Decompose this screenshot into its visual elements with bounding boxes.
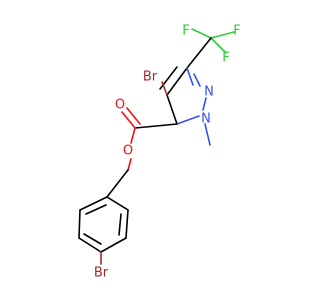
- bond-n-methyl: [204, 123, 211, 146]
- atom-labels: F F F Br N N O O Br: [94, 24, 241, 281]
- nitrogen-ring-label: N: [204, 85, 214, 100]
- bond-n1-n2: [202, 97, 207, 111]
- benzene-bond-4-inner: [83, 233, 102, 245]
- bond-n2-c3: [186, 67, 194, 86]
- fluorine-label-3: F: [222, 51, 229, 66]
- oxygen-ester-label: O: [123, 144, 133, 159]
- benzene-bond-1: [106, 196, 129, 211]
- fluorine-label-1: F: [182, 24, 189, 39]
- bond-c-o-double: [121, 111, 136, 129]
- benzene-bond-2: [125, 209, 129, 239]
- benzene-bond-6-inner: [85, 204, 107, 215]
- bond-cf3-ring: [186, 37, 212, 69]
- bond-c-f1: [191, 28, 212, 39]
- bond-c4-br: [161, 81, 168, 96]
- fluorine-label-2: F: [233, 24, 240, 39]
- bromine-bottom-label: Br: [94, 266, 109, 281]
- bromine-top-label: Br: [143, 70, 158, 85]
- bond-c-o-double-2: [126, 107, 141, 125]
- benzene-bond-3: [100, 237, 127, 253]
- benzene-bond-6: [79, 196, 108, 211]
- bond-n2-c3-inner: [193, 73, 201, 87]
- nitrogen-methyl-label: N: [201, 112, 211, 127]
- oxygen-carbonyl-label: O: [115, 98, 125, 113]
- benzene-bond-2-inner: [118, 213, 122, 236]
- bonds: [78, 28, 235, 265]
- bond-c-f3: [210, 37, 227, 54]
- benzene-bond-5: [78, 209, 81, 239]
- bond-c3-c4: [166, 67, 188, 96]
- bond-c-o-single: [130, 127, 136, 144]
- bond-c4-c5: [166, 94, 178, 125]
- benzene-bond-4: [78, 237, 102, 253]
- bond-c5-n1: [176, 115, 200, 125]
- bond-ring-carbonyl: [134, 123, 178, 129]
- bond-c-f2: [210, 31, 235, 39]
- bond-ch2-ring: [106, 169, 129, 198]
- bond-o-ch2: [127, 158, 132, 171]
- structure-diagram: F F F Br N N O O Br: [78, 24, 241, 281]
